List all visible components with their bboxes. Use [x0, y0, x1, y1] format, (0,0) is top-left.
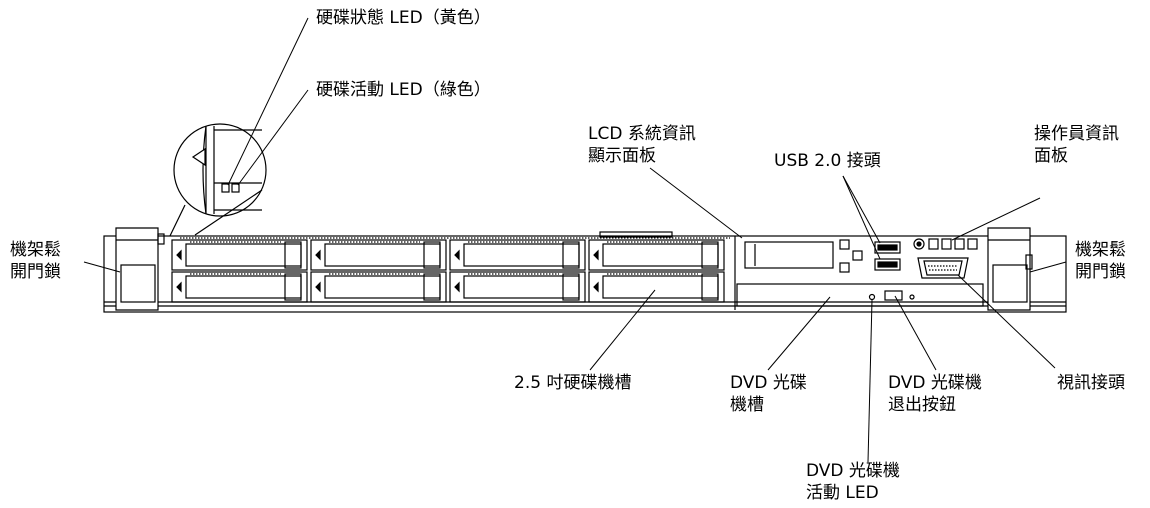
dvd-eject-line2: 退出按鈕 [888, 395, 956, 415]
power-button[interactable] [913, 238, 925, 250]
operator-led [928, 238, 939, 250]
hdd-bays [171, 239, 725, 303]
operator-panel-label: 操作員資訊 面板 [1034, 123, 1119, 167]
lcd-panel [744, 241, 834, 269]
rack-release-left-label: 機架鬆 開門鎖 [10, 239, 61, 283]
hdd-bay[interactable] [310, 239, 447, 271]
operator-panel-line2: 面板 [1034, 146, 1068, 166]
callout-lines [83, 17, 1067, 463]
dvd-eject-button[interactable] [884, 290, 903, 301]
hdd-bays-label: 2.5 吋硬碟機槽 [514, 373, 632, 393]
lcd-panel-line2: 顯示面板 [588, 146, 656, 166]
lcd-panel-label: LCD 系統資訊 顯示面板 [588, 123, 696, 167]
video-connector-label: 視訊接頭 [1057, 373, 1125, 393]
hdd-bay[interactable] [449, 239, 586, 271]
hdd-status-led-label: 硬碟狀態 LED（黃色） [316, 8, 491, 28]
dvd-eject-line1: DVD 光碟機 [888, 373, 982, 393]
usb-port[interactable] [874, 258, 901, 271]
video-connector[interactable] [917, 257, 969, 279]
dvd-activity-label: DVD 光碟機 活動 LED [806, 460, 900, 504]
rack-release-left-line2: 開門鎖 [10, 262, 61, 282]
hdd-bay[interactable] [449, 271, 586, 303]
operator-led [941, 238, 952, 250]
led-zoom-detail [167, 123, 267, 241]
hdd-bay[interactable] [310, 271, 447, 303]
rack-release-right-line1: 機架鬆 [1075, 240, 1126, 260]
operator-led [967, 238, 978, 250]
dvd-activity-led [868, 293, 876, 301]
usb-connectors-label: USB 2.0 接頭 [774, 151, 881, 171]
dvd-activity-line2: 活動 LED [806, 483, 879, 503]
dvd-bay-label: DVD 光碟 機槽 [730, 372, 807, 416]
lcd-button[interactable] [839, 239, 850, 250]
dvd-bay-line1: DVD 光碟 [730, 373, 807, 393]
lcd-panel-line1: LCD 系統資訊 [588, 124, 696, 144]
rack-release-left-line1: 機架鬆 [10, 240, 61, 260]
dvd-bay-line2: 機槽 [730, 395, 764, 415]
hdd-bay[interactable] [171, 271, 308, 303]
rack-release-latch-left[interactable] [115, 227, 165, 311]
rack-release-right-label: 機架鬆 開門鎖 [1075, 239, 1126, 283]
operator-led [954, 238, 965, 250]
lcd-button[interactable] [852, 250, 863, 261]
activity-led-zoom [231, 183, 240, 193]
hdd-bay[interactable] [171, 239, 308, 271]
rack-release-latch-right[interactable] [987, 227, 1033, 311]
hdd-bay[interactable] [588, 271, 725, 303]
hdd-activity-led-label: 硬碟活動 LED（綠色） [316, 80, 491, 100]
dvd-drive-bay [736, 283, 984, 307]
dvd-activity-line1: DVD 光碟機 [806, 461, 900, 481]
lcd-button[interactable] [839, 262, 850, 273]
dvd-eject-label: DVD 光碟機 退出按鈕 [888, 372, 982, 416]
rack-release-right-line2: 開門鎖 [1075, 262, 1126, 282]
hdd-bay[interactable] [588, 239, 725, 271]
server-chassis [103, 227, 1067, 313]
status-led-zoom [221, 183, 230, 193]
operator-panel-line1: 操作員資訊 [1034, 124, 1119, 144]
